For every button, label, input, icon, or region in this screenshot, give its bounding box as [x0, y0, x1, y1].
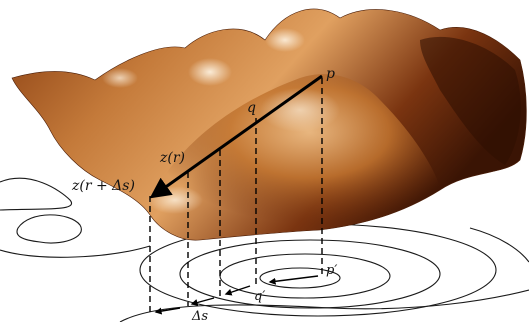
label-q-prime: q′	[254, 289, 265, 304]
contour-lines	[0, 177, 529, 322]
label-p: p	[326, 66, 335, 82]
projected-path	[154, 275, 319, 315]
contour-ring-3	[179, 239, 441, 309]
highlight-ridge-2	[265, 28, 305, 52]
proj-path-pq	[268, 275, 319, 285]
contour-ring-2	[219, 253, 391, 299]
label-z-r: z(r)	[159, 150, 185, 166]
highlight-ridge-3	[102, 68, 138, 88]
highlight-foot	[147, 186, 203, 214]
gradient-path-arrow	[149, 74, 323, 199]
highlight-ridge-1	[188, 58, 232, 86]
label-z-r-ds: z(r + Δs)	[71, 178, 135, 194]
label-q: q	[247, 100, 256, 116]
label-delta-s: Δs	[191, 309, 208, 322]
shadow-right	[420, 36, 521, 165]
contour-left-wave	[0, 177, 73, 211]
proj-path-delta	[154, 307, 181, 315]
highlight-peak	[260, 88, 340, 132]
projection-lines	[149, 78, 323, 312]
contour-bottom-arc	[119, 289, 529, 322]
contour-left-loop	[16, 214, 82, 244]
contour-right-arc	[469, 227, 529, 263]
proj-path-mid-end	[190, 297, 215, 306]
contour-ring-1	[259, 267, 341, 289]
contour-left-outer	[0, 245, 151, 258]
label-p-prime: p′	[326, 263, 337, 278]
hill-shading	[150, 74, 440, 240]
proj-path-q-mid	[224, 285, 251, 296]
